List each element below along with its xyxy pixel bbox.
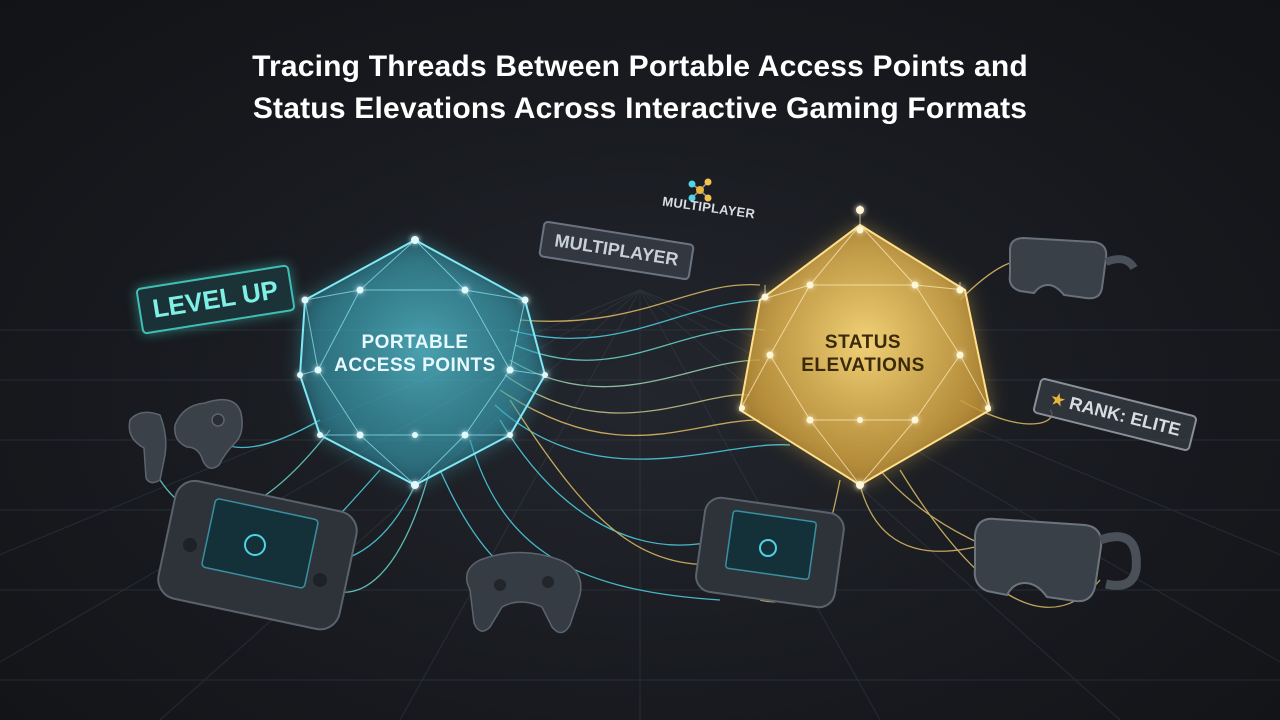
title-line-1: Tracing Threads Between Portable Access … (252, 50, 1028, 83)
status-elevations-node (738, 205, 992, 489)
vr-headset-bottom (973, 517, 1141, 603)
handheld-console-right (695, 496, 845, 609)
page-title: Tracing Threads Between Portable Access … (0, 46, 1280, 130)
status-label-line-2: ELEVATIONS (801, 355, 925, 376)
star-icon: ★ (1047, 388, 1069, 412)
portable-label-line-1: PORTABLE (361, 332, 469, 353)
status-label-line-1: STATUS (824, 332, 902, 353)
network-nodes-icon (688, 178, 712, 202)
vr-controller-left (128, 398, 243, 484)
portable-access-points-node (297, 236, 548, 489)
title-line-2: Status Elevations Across Interactive Gam… (252, 92, 1028, 125)
portable-label-line-2: ACCESS POINTS (334, 355, 496, 376)
vr-headset-top (1008, 236, 1138, 300)
gamepad-controller (465, 551, 582, 634)
portable-access-points-label: PORTABLE ACCESS POINTS (300, 331, 530, 377)
handheld-console-left (157, 479, 358, 631)
status-elevations-label: STATUS ELEVATIONS (748, 331, 978, 377)
